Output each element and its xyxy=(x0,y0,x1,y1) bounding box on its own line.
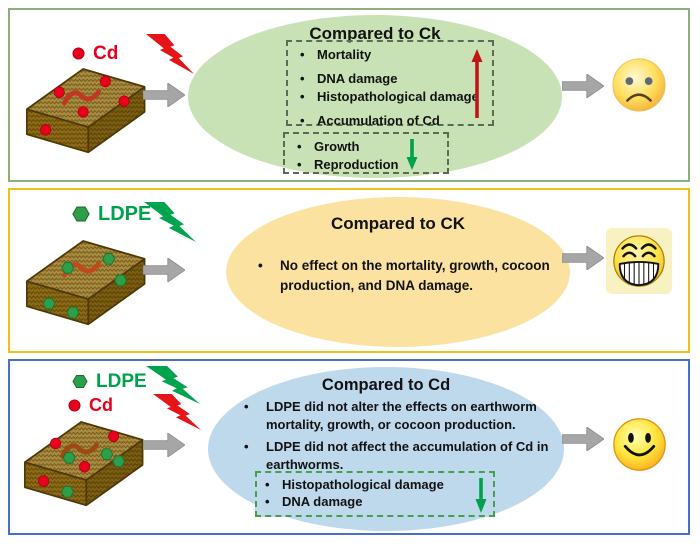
right-arrow-icon xyxy=(143,83,185,107)
smiley-face-icon xyxy=(613,418,666,471)
cd-dot-icon xyxy=(72,47,85,60)
earthworm xyxy=(62,89,101,106)
right-arrow-icon xyxy=(562,427,604,451)
cd-legend: Cd xyxy=(72,44,118,63)
results-ellipse-cd: Compared to Ck xyxy=(188,15,562,178)
soil-block xyxy=(23,421,144,507)
decrease-box: •Histopathological damage •DNA damage xyxy=(255,471,495,517)
list-item: •Reproduction xyxy=(297,156,399,172)
green-down-arrow-icon xyxy=(475,478,487,513)
cd-dots xyxy=(40,75,130,136)
ldpe-label: LDPE xyxy=(96,371,147,392)
red-up-arrow-icon xyxy=(471,49,483,118)
panel-ldpe-cd-exposure: LDPE Cd Compared to Cd •LDP xyxy=(8,359,690,535)
increase-box: •Mortality •DNA damage •Histopathologica… xyxy=(286,40,494,128)
soil-block xyxy=(25,68,146,154)
list-item: •Accumulation of Cd xyxy=(300,112,440,128)
cd-label: Cd xyxy=(89,395,113,415)
cd-dot-icon xyxy=(68,399,81,411)
list-item: •Histopathological damage xyxy=(265,477,444,492)
soil-block xyxy=(25,240,146,326)
right-arrow-icon xyxy=(143,258,185,282)
decrease-box: •Growth •Reproduction xyxy=(283,132,449,174)
ellipse-title: Compared to CK xyxy=(330,214,466,233)
cd-label: Cd xyxy=(93,43,119,64)
list-item: •Mortality xyxy=(300,47,372,62)
cd-legend: Cd xyxy=(68,396,113,414)
list-item: •Growth xyxy=(297,139,360,154)
ldpe-label: LDPE xyxy=(98,203,152,225)
red-lightning-icon xyxy=(153,394,201,430)
right-arrow-icon xyxy=(562,246,604,270)
sad-face-icon xyxy=(612,58,666,112)
statement-1: •LDPE did not alter the effects on earth… xyxy=(244,399,537,432)
statement-2: •LDPE did not affect the accumulation of… xyxy=(244,439,549,472)
right-arrow-icon xyxy=(143,433,185,457)
green-down-arrow-icon xyxy=(406,139,418,170)
ldpe-legend: LDPE xyxy=(72,372,147,391)
panel-cd-exposure: Cd Compared to Ck •Mortality •DNA damage… xyxy=(8,8,690,182)
earthworm xyxy=(60,442,99,459)
right-arrow-icon xyxy=(562,74,604,98)
green-lightning-icon xyxy=(144,202,196,242)
ellipse-title: Compared to Ck xyxy=(309,24,441,43)
cd-dots xyxy=(38,430,120,487)
panel-ldpe-exposure: LDPE Compared to CK •No effect on the mo… xyxy=(8,188,690,353)
red-lightning-icon xyxy=(146,34,194,74)
ldpe-hexagon-icon xyxy=(72,375,88,388)
list-item: •Histopathological damage xyxy=(300,88,479,104)
no-effect-statement: •No effect on the mortality, growth, coc… xyxy=(258,258,550,293)
ellipse-title: Compared to Cd xyxy=(321,376,451,394)
ldpe-legend: LDPE xyxy=(72,204,151,224)
list-item: •DNA damage xyxy=(300,70,398,86)
grin-face-icon xyxy=(613,235,665,287)
ldpe-hexagon-icon xyxy=(72,206,90,222)
list-item: •DNA damage xyxy=(265,493,363,509)
results-ellipse-ldpe: Compared to CK xyxy=(226,197,570,347)
